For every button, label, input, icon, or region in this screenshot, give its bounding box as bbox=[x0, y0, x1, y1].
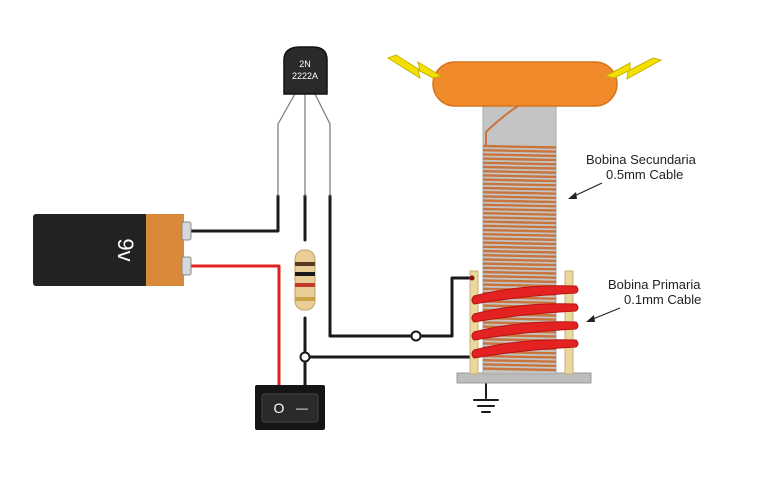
switch-off-symbol: O bbox=[274, 400, 285, 416]
primary-coil-title: Bobina Primaria bbox=[608, 277, 701, 292]
primary-turn bbox=[471, 285, 579, 305]
secondary-turn bbox=[482, 245, 557, 250]
transistor-body bbox=[283, 46, 328, 95]
primary-lead-tip bbox=[469, 275, 475, 281]
secondary-coil-title: Bobina Secundaria bbox=[586, 152, 697, 167]
wire-transistor-collector bbox=[328, 194, 474, 338]
secondary-turn bbox=[482, 203, 557, 208]
secondary-turn bbox=[482, 157, 557, 162]
resistor-band-4 bbox=[295, 297, 315, 301]
battery-orange-cap bbox=[146, 214, 184, 286]
secondary-turn bbox=[482, 191, 557, 195]
secondary-turn bbox=[482, 363, 557, 368]
arrow-head-primary bbox=[586, 315, 595, 322]
battery: 9v bbox=[33, 214, 192, 286]
transistor-label-line1: 2N bbox=[299, 59, 311, 69]
switch-on-symbol: — bbox=[296, 401, 308, 415]
secondary-turn bbox=[482, 153, 557, 158]
secondary-turn bbox=[482, 144, 557, 149]
secondary-coil-subtitle: 0.5mm Cable bbox=[606, 167, 683, 182]
resistor-band-2 bbox=[295, 272, 315, 276]
secondary-turn bbox=[482, 170, 557, 174]
junction-node-right bbox=[410, 330, 422, 342]
battery-black-body bbox=[33, 214, 148, 286]
secondary-turn bbox=[482, 149, 557, 153]
secondary-turn bbox=[482, 300, 557, 305]
secondary-turn bbox=[482, 174, 557, 179]
secondary-turn bbox=[482, 266, 557, 271]
tesla-coil bbox=[432, 61, 618, 384]
secondary-turn bbox=[482, 220, 557, 225]
battery-terminal-negative bbox=[181, 256, 192, 276]
secondary-turn bbox=[482, 212, 557, 216]
primary-turn bbox=[471, 321, 579, 341]
arrow-head-secondary bbox=[568, 192, 577, 199]
wires bbox=[188, 91, 487, 399]
secondary-turn bbox=[482, 241, 557, 246]
resistor-band-3 bbox=[295, 283, 315, 287]
spark-icon-right bbox=[604, 57, 663, 80]
secondary-turn bbox=[482, 262, 557, 267]
secondary-turn bbox=[482, 161, 557, 166]
resistor-band-1 bbox=[295, 262, 315, 266]
primary-coil-annotation: Bobina Primaria 0.1mm Cable bbox=[586, 277, 701, 322]
junction-node-left bbox=[299, 351, 311, 363]
secondary-turn bbox=[482, 275, 557, 279]
primary-turn bbox=[471, 303, 579, 323]
secondary-turn bbox=[482, 165, 557, 170]
secondary-turn bbox=[482, 367, 557, 372]
secondary-winding bbox=[482, 144, 557, 372]
secondary-turn bbox=[482, 182, 557, 187]
switch-rocker[interactable] bbox=[261, 393, 319, 423]
secondary-turn bbox=[482, 249, 557, 254]
secondary-turn bbox=[482, 254, 557, 258]
spark-icon-left bbox=[386, 54, 443, 80]
secondary-turn bbox=[482, 199, 557, 204]
battery-terminal-positive bbox=[181, 221, 192, 241]
battery-label: 9v bbox=[113, 238, 138, 261]
secondary-turn bbox=[482, 258, 557, 263]
secondary-turn bbox=[482, 224, 557, 229]
primary-coil-subtitle: 0.1mm Cable bbox=[624, 292, 701, 307]
transistor-leg-right bbox=[313, 91, 331, 197]
primary-turn bbox=[471, 339, 579, 359]
secondary-turn bbox=[482, 359, 557, 363]
resistor bbox=[294, 249, 316, 311]
secondary-turn bbox=[482, 207, 557, 212]
secondary-turn bbox=[482, 270, 557, 275]
secondary-turn bbox=[482, 237, 557, 242]
secondary-turn bbox=[482, 354, 557, 359]
transistor-leg-left bbox=[277, 91, 297, 197]
secondary-turn bbox=[482, 233, 557, 237]
ground-icon bbox=[473, 399, 499, 413]
primary-winding bbox=[471, 285, 579, 359]
wire-battery-to-switch bbox=[188, 264, 281, 387]
top-load bbox=[432, 61, 618, 107]
wire-battery-to-transistor bbox=[188, 194, 280, 233]
secondary-turn bbox=[482, 216, 557, 221]
secondary-turn bbox=[482, 228, 557, 233]
transistor: 2N 2222A bbox=[283, 46, 328, 95]
transistor-label-line2: 2222A bbox=[292, 71, 318, 81]
secondary-lead-wire bbox=[485, 105, 519, 146]
secondary-turn bbox=[482, 186, 557, 191]
power-switch[interactable]: O — bbox=[255, 385, 325, 430]
secondary-turn bbox=[482, 279, 557, 284]
secondary-coil-annotation: Bobina Secundaria 0.5mm Cable bbox=[568, 152, 697, 199]
secondary-turn bbox=[482, 178, 557, 183]
secondary-turn bbox=[482, 195, 557, 200]
